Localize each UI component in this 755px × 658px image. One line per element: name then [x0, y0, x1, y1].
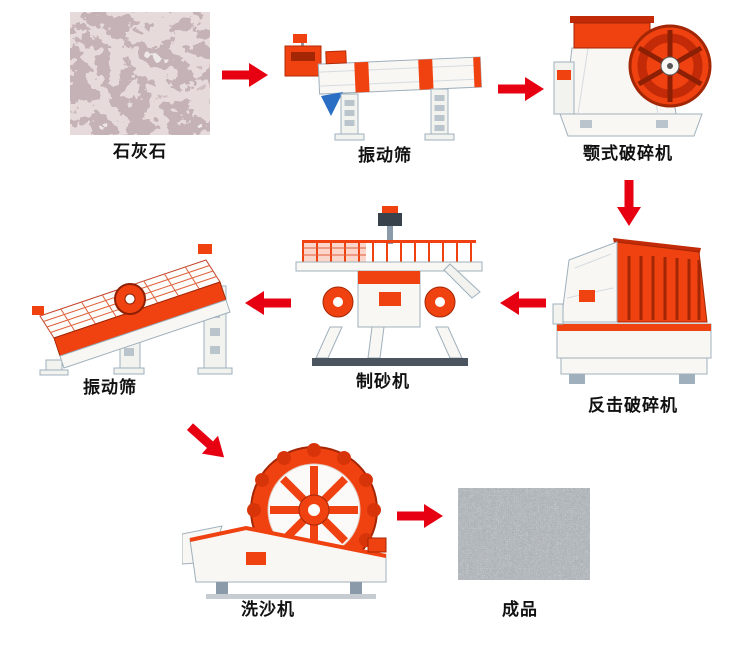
- brand-logo-plate: [379, 292, 401, 306]
- brand-logo-plate: [557, 70, 571, 80]
- flow-arrow-down-1: [616, 180, 642, 226]
- vibrating-screen-1-illustration: [281, 34, 493, 151]
- label-finished-product: 成品: [502, 600, 538, 619]
- label-sand-washer: 洗沙机: [241, 600, 295, 619]
- top-motor: [378, 213, 402, 226]
- jaw-crusher-illustration: [546, 8, 718, 149]
- flow-arrow-right-3: [397, 503, 443, 529]
- finished-product-photo: [458, 488, 590, 580]
- brand-logo-plate: [246, 552, 266, 565]
- impact-crusher-illustration: [551, 226, 717, 397]
- drive-motor: [367, 537, 387, 553]
- access-stairs: [443, 263, 481, 299]
- limestone-photo: [70, 12, 210, 135]
- flow-arrow-left-1: [500, 290, 546, 316]
- limestone-rock-texture: [70, 12, 210, 135]
- label-sand-making-machine: 制砂机: [356, 372, 410, 391]
- label-impact-crusher: 反击破碎机: [588, 396, 678, 415]
- label-limestone: 石灰石: [113, 142, 167, 161]
- sand-making-machine-illustration: [294, 206, 486, 379]
- brand-logo-plate: [579, 290, 595, 302]
- flow-arrow-right-2: [498, 76, 544, 102]
- sand-gravel-texture: [458, 488, 590, 580]
- sand-washer-illustration: [181, 436, 394, 607]
- flywheel: [628, 24, 712, 108]
- flow-arrow-right-1: [222, 62, 268, 88]
- vibrating-screen-2-illustration: [20, 220, 242, 385]
- label-vibrating-screen-1: 振动筛: [358, 146, 412, 165]
- label-jaw-crusher: 颚式破碎机: [583, 144, 673, 163]
- vibrator-motor: [321, 92, 343, 116]
- flow-arrow-diagonal: [181, 417, 233, 467]
- flow-arrow-left-2: [245, 290, 291, 316]
- label-vibrating-screen-2: 振动筛: [83, 378, 137, 397]
